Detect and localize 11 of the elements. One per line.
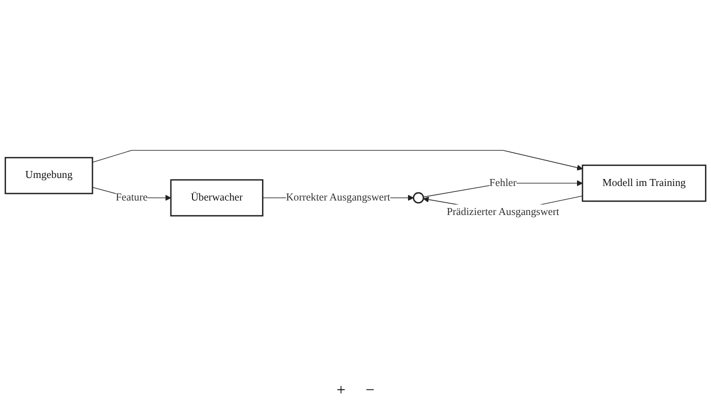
edge-label: Fehler (489, 176, 517, 188)
edge-label: Korrekter Ausgangswert (286, 191, 390, 203)
node-box: Umgebung (4, 156, 94, 194)
node-box: Überwacher (170, 178, 264, 216)
node-circle (412, 192, 424, 204)
edge-label: Feature (116, 191, 148, 203)
node-box: Modell im Training (582, 164, 706, 202)
sign-label: + (336, 382, 346, 400)
edge-label: Prädizierter Ausgangswert (446, 206, 560, 218)
arrow (92, 150, 583, 170)
sign-label: − (366, 382, 375, 400)
